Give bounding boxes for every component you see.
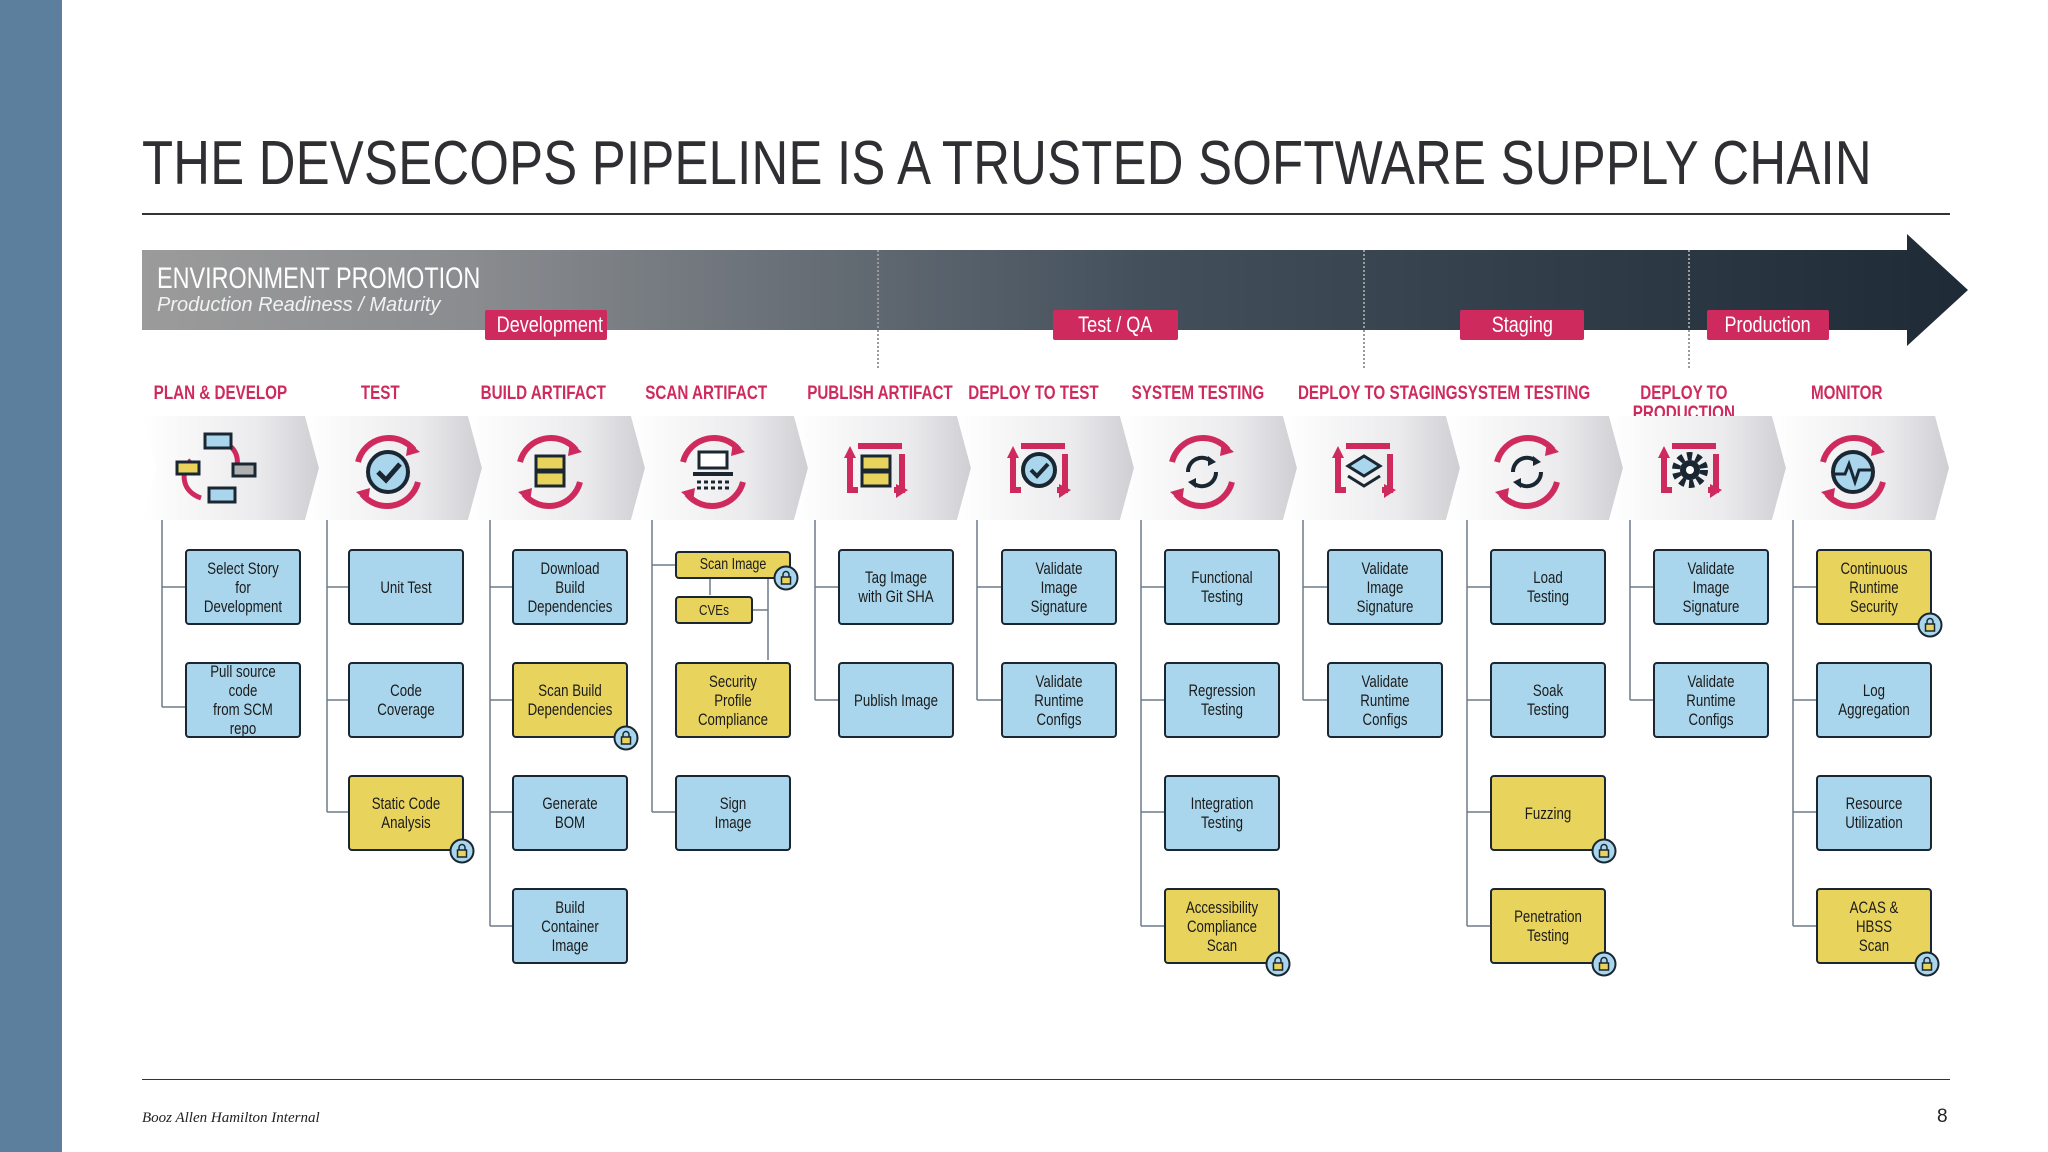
deploy-check-icon: [1007, 443, 1071, 498]
task-pull-source-code: Pull source code from SCM repo: [185, 662, 301, 738]
task-accessibility-compliance-scan: Accessibility Compliance Scan: [1164, 888, 1280, 964]
environment-divider: [1363, 250, 1365, 368]
lock-icon: [613, 725, 639, 751]
lock-icon: [1265, 951, 1291, 977]
task-publish-image: Publish Image: [838, 662, 954, 738]
task-log-aggregation: Log Aggregation: [1816, 662, 1932, 738]
stage-label-test: TEST: [360, 383, 400, 404]
environment-divider: [877, 250, 879, 368]
task-fuzzing: Fuzzing: [1490, 775, 1606, 851]
task-validate-runtime-configs: Validate Runtime Configs: [1001, 662, 1117, 738]
task-build-container-image: Build Container Image: [512, 888, 628, 964]
lock-icon: [449, 838, 475, 864]
task-sign-image: Sign Image: [675, 775, 791, 851]
publish-artifact-icon: [844, 443, 908, 498]
page-title: THE DEVSECOPS PIPELINE IS A TRUSTED SOFT…: [142, 129, 1872, 198]
task-load-testing: Load Testing: [1490, 549, 1606, 625]
environment-promotion-subtitle: Production Readiness / Maturity: [157, 294, 441, 316]
lock-icon: [1591, 951, 1617, 977]
environment-promotion-title: ENVIRONMENT PROMOTION: [157, 262, 481, 295]
sidebar-accent: [0, 0, 62, 1152]
env-tag-staging: Staging: [1460, 310, 1584, 340]
task-unit-test: Unit Test: [348, 549, 464, 625]
stage-label-scan-artifact: SCAN ARTIFACT: [645, 383, 767, 404]
task-generate-bom: Generate BOM: [512, 775, 628, 851]
stage-chevron: [1446, 416, 1623, 520]
task-continuous-runtime-security: Continuous Runtime Security: [1816, 549, 1932, 625]
stage-label-build-artifact: BUILD ARTIFACT: [480, 383, 606, 404]
stage-chevron: [142, 416, 319, 520]
task-download-build-dependencies: Download Build Dependencies: [512, 549, 628, 625]
task-validate-image-signature: Validate Image Signature: [1001, 549, 1117, 625]
task-integration-testing: Integration Testing: [1164, 775, 1280, 851]
footer-classification: Booz Allen Hamilton Internal: [142, 1110, 320, 1126]
stage-label-monitor: MONITOR: [1811, 383, 1883, 404]
task-resource-utilization: Resource Utilization: [1816, 775, 1932, 851]
refresh-icon: [1169, 435, 1235, 509]
scanner-icon: [680, 435, 746, 509]
task-validate-runtime-configs: Validate Runtime Configs: [1327, 662, 1443, 738]
task-validate-image-signature: Validate Image Signature: [1653, 549, 1769, 625]
refresh-icon: [1494, 435, 1560, 509]
layers-icon: [1332, 443, 1396, 498]
task-regression-testing: Regression Testing: [1164, 662, 1280, 738]
lock-icon: [1591, 838, 1617, 864]
task-validate-image-signature: Validate Image Signature: [1327, 549, 1443, 625]
env-tag-production: Production: [1707, 310, 1829, 340]
task-tag-image: Tag Image with Git SHA: [838, 549, 954, 625]
lock-icon: [1917, 612, 1943, 638]
stage-label-deploy-to-staging: DEPLOY TO STAGING: [1297, 383, 1458, 404]
task-code-coverage: Code Coverage: [348, 662, 464, 738]
lock-icon: [1914, 951, 1940, 977]
title-divider: [142, 213, 1950, 215]
gear-icon: [1658, 443, 1722, 498]
environment-divider: [1688, 250, 1690, 368]
task-soak-testing: Soak Testing: [1490, 662, 1606, 738]
stage-label-plan-develop: PLAN & DEVELOP: [153, 383, 288, 404]
task-select-story: Select Story for Development: [185, 549, 301, 625]
stage-label-publish-artifact: PUBLISH ARTIFACT: [807, 383, 953, 404]
stage-label-system-testing: SYSTEM TESTING: [1131, 383, 1265, 404]
heartbeat-icon: [1820, 435, 1886, 509]
task-penetration-testing: Penetration Testing: [1490, 888, 1606, 964]
task-scan-image: Scan Image: [675, 551, 791, 579]
stage-label-deploy-to-test: DEPLOY TO TEST: [968, 383, 1099, 404]
task-security-profile-compliance: Security Profile Compliance: [675, 662, 791, 738]
stage-label-system-testing-2: SYSTEM TESTING: [1457, 383, 1591, 404]
check-circle-icon: [355, 435, 421, 509]
env-tag-development: Development: [485, 310, 607, 340]
footer-divider: [142, 1079, 1950, 1080]
build-artifact-icon: [517, 435, 583, 509]
task-cves: CVEs: [675, 596, 753, 624]
task-validate-runtime-configs: Validate Runtime Configs: [1653, 662, 1769, 738]
stage-chevron: [1120, 416, 1297, 520]
task-scan-build-dependencies: Scan Build Dependencies: [512, 662, 628, 738]
task-static-code-analysis: Static Code Analysis: [348, 775, 464, 851]
lock-icon: [773, 565, 799, 591]
page-number: 8: [1937, 1106, 1948, 1127]
task-functional-testing: Functional Testing: [1164, 549, 1280, 625]
task-acas-hbss-scan: ACAS & HBSS Scan: [1816, 888, 1932, 964]
env-tag-test-qa: Test / QA: [1053, 310, 1178, 340]
flowchart-icon: [175, 432, 257, 504]
